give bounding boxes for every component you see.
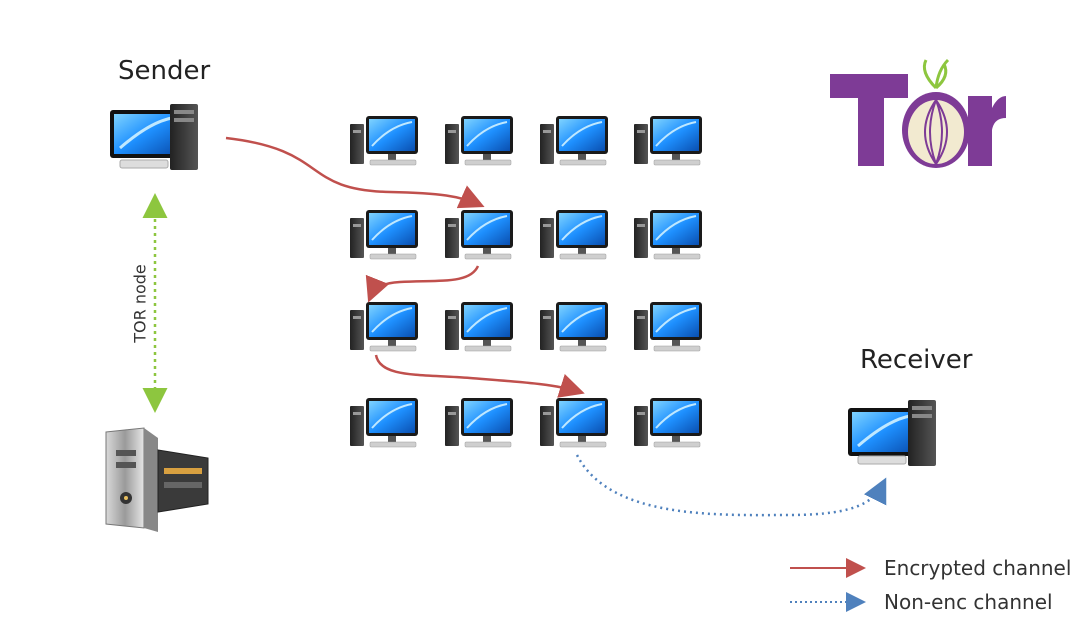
encrypted-path-segment-1 [225, 136, 485, 209]
relay-computer-grid [350, 116, 702, 448]
relay-computer-icon [634, 116, 702, 166]
tor-node-server-icon [105, 427, 209, 532]
legend-encrypted-label: Encrypted channel [884, 556, 1072, 580]
sender-computer-icon [110, 104, 198, 170]
receiver-label: Receiver [860, 345, 973, 375]
encrypted-path-segment-3 [374, 354, 585, 398]
relay-computer-icon [350, 398, 418, 448]
sender-label: Sender [118, 56, 211, 86]
relay-computer-icon [540, 210, 608, 260]
relay-computer-icon [540, 116, 608, 166]
relay-computer-icon [540, 302, 608, 352]
legend-non-enc-label: Non-enc channel [884, 590, 1053, 614]
relay-computer-icon [445, 116, 513, 166]
relay-computer-icon [445, 398, 513, 448]
relay-computer-icon [634, 210, 702, 260]
non-enc-path [575, 454, 887, 517]
relay-computer-icon [350, 302, 418, 352]
relay-computer-icon [350, 210, 418, 260]
encrypted-path-segment-2 [365, 265, 480, 303]
relay-computer-icon [634, 398, 702, 448]
relay-computer-icon [634, 302, 702, 352]
onion-icon [902, 58, 970, 168]
relay-computer-icon [445, 302, 513, 352]
relay-computer-icon [350, 116, 418, 166]
tor-logo [830, 58, 1006, 168]
relay-computer-icon [445, 210, 513, 260]
receiver-computer-icon [848, 400, 936, 466]
tor-node-label: TOR node [130, 264, 150, 343]
relay-computer-icon [540, 398, 608, 448]
